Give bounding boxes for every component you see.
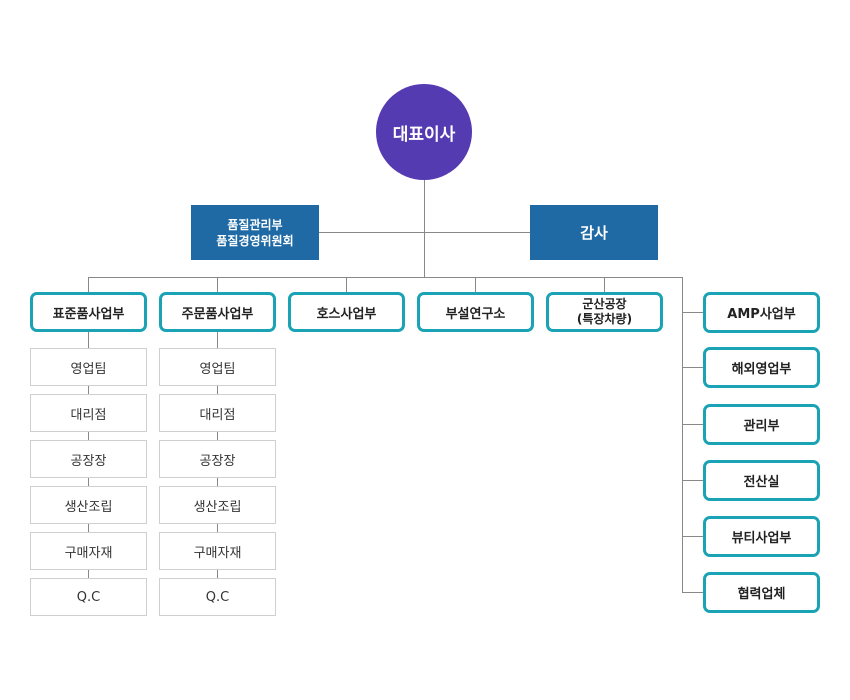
team-label: 영업팀: [70, 361, 107, 377]
dept-label: 뷰티사업부: [731, 531, 792, 546]
audit-node: 감사: [530, 205, 658, 260]
dept-label: 전산실: [743, 475, 780, 490]
right-dept-partners: 협력업체: [703, 572, 820, 613]
dept-label-line2: (특장차량): [576, 312, 633, 326]
team-box: 공장장: [30, 440, 147, 478]
team-label: Q.C: [205, 589, 230, 605]
team-label: 공장장: [70, 453, 107, 469]
quality-label-line1: 품질관리부: [227, 217, 283, 232]
right-dept-it: 전산실: [703, 460, 820, 501]
right-dept-beauty: 뷰티사업부: [703, 516, 820, 557]
ceo-node: 대표이사: [376, 84, 472, 180]
dept-label: 호스사업부: [316, 306, 377, 322]
team-box: 구매자재: [159, 532, 276, 570]
dept-label-line1: 군산공장: [582, 297, 627, 311]
dept-hose: 호스사업부: [288, 292, 405, 332]
team-box: 생산조립: [30, 486, 147, 524]
team-label: 대리점: [70, 407, 107, 423]
dept-label: 부설연구소: [445, 306, 506, 322]
team-label: 영업팀: [199, 361, 236, 377]
dept-gunsan-factory: 군산공장 (특장차량): [546, 292, 663, 332]
team-box: 영업팀: [30, 348, 147, 386]
team-label: Q.C: [76, 589, 101, 605]
right-dept-management: 관리부: [703, 404, 820, 445]
team-box: 공장장: [159, 440, 276, 478]
dept-standard-products: 표준품사업부: [30, 292, 147, 332]
team-label: 구매자재: [64, 545, 113, 561]
quality-label-line2: 품질경영위원회: [216, 233, 294, 248]
dept-custom-products: 주문품사업부: [159, 292, 276, 332]
team-box: Q.C: [30, 578, 147, 616]
team-label: 공장장: [199, 453, 236, 469]
team-label: 구매자재: [193, 545, 242, 561]
team-box: 대리점: [159, 394, 276, 432]
team-box: 구매자재: [30, 532, 147, 570]
team-label: 생산조립: [64, 499, 113, 515]
right-dept-amp: AMP사업부: [703, 292, 820, 333]
right-dept-overseas-sales: 해외영업부: [703, 347, 820, 388]
dept-label: 표준품사업부: [52, 306, 125, 322]
team-box: 대리점: [30, 394, 147, 432]
ceo-label: 대표이사: [392, 124, 456, 145]
dept-label: 주문품사업부: [181, 306, 254, 322]
quality-management-node: 품질관리부 품질경영위원회: [191, 205, 319, 260]
team-box: Q.C: [159, 578, 276, 616]
dept-label: 관리부: [743, 419, 780, 434]
audit-label: 감사: [580, 224, 608, 242]
team-label: 생산조립: [193, 499, 242, 515]
team-box: 생산조립: [159, 486, 276, 524]
dept-research-lab: 부설연구소: [417, 292, 534, 332]
dept-label: AMP사업부: [727, 307, 796, 322]
dept-label: 협력업체: [737, 587, 786, 602]
dept-label: 해외영업부: [731, 362, 792, 377]
team-box: 영업팀: [159, 348, 276, 386]
team-label: 대리점: [199, 407, 236, 423]
